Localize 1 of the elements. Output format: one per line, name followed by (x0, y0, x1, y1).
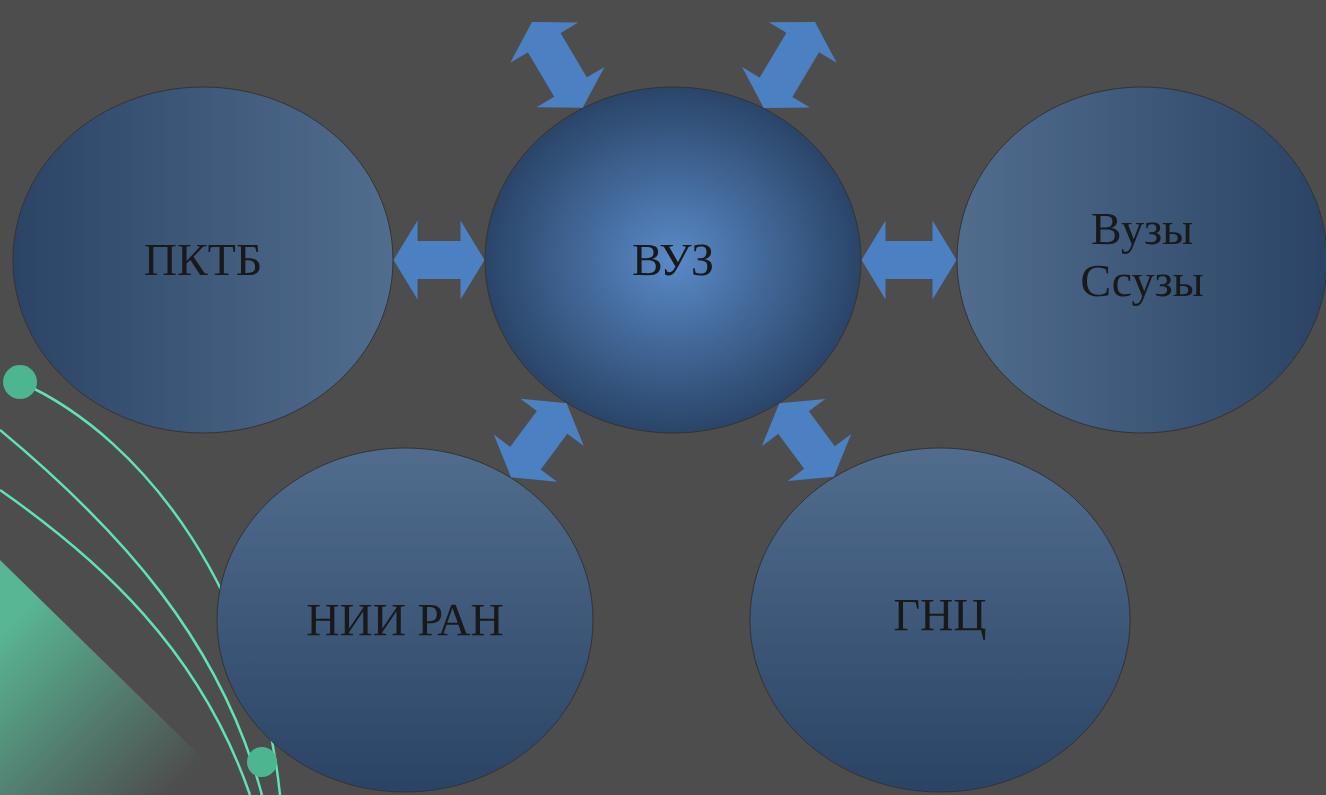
double-arrow (510, 22, 605, 108)
